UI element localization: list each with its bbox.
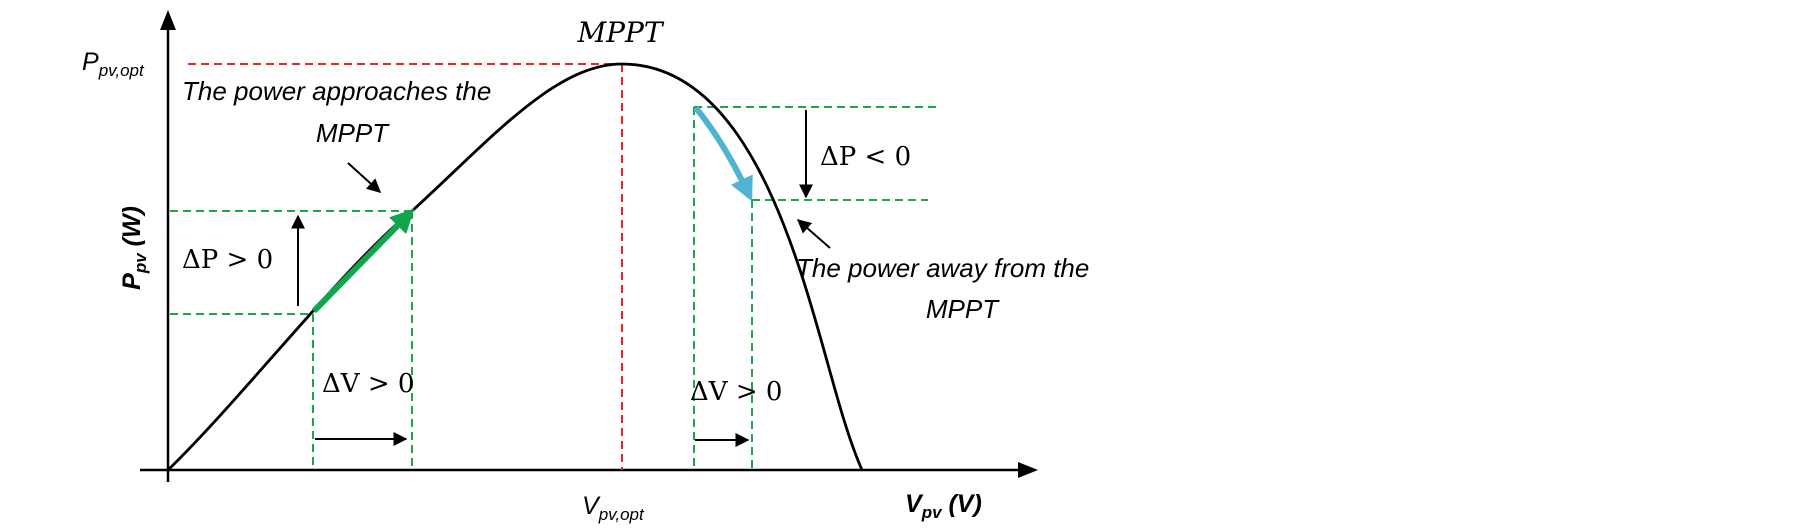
approach-arrow <box>311 208 415 314</box>
approach-text-line2: MPPT <box>316 118 390 148</box>
p-opt-tick-main: P <box>82 48 99 76</box>
away-text-line1: The power away from the <box>796 253 1089 283</box>
x-axis-label-main: V <box>905 490 924 518</box>
x-axis-arrowhead <box>1018 462 1038 478</box>
x-axis-label-sub: pv <box>921 503 943 522</box>
away-text-line2: MPPT <box>926 294 1000 324</box>
x-axis-label-unit: (V) <box>942 490 982 518</box>
y-axis-label-main: P <box>118 273 146 290</box>
dv-left-label: ΔV > 0 <box>322 369 414 399</box>
approach-pointer-arrow <box>347 162 382 193</box>
v-opt-tick-label: Vpv,opt <box>582 492 645 524</box>
x-axis-label: Vpv (V) <box>905 490 982 522</box>
v-opt-tick-main: V <box>582 492 601 520</box>
dp-positive-label: ΔP > 0 <box>182 245 273 275</box>
p-opt-tick-sub: pv,opt <box>98 61 145 80</box>
y-axis-label: Ppv (W) <box>118 206 150 290</box>
away-pointer-arrow <box>796 219 831 249</box>
dp-negative-label: ΔP < 0 <box>820 142 911 172</box>
y-axis-arrowhead <box>160 10 176 30</box>
y-axis-label-sub: pv <box>131 252 150 274</box>
p-opt-tick-label: Ppv,opt <box>82 48 145 80</box>
away-arrow <box>693 106 753 202</box>
approach-text-line1: The power approaches the <box>182 76 491 106</box>
dv-right-label: ΔV > 0 <box>690 377 782 407</box>
y-axis-label-unit: (W) <box>118 206 146 253</box>
v-opt-tick-sub: pv,opt <box>598 505 645 524</box>
mppt-title: MPPT <box>576 16 664 49</box>
